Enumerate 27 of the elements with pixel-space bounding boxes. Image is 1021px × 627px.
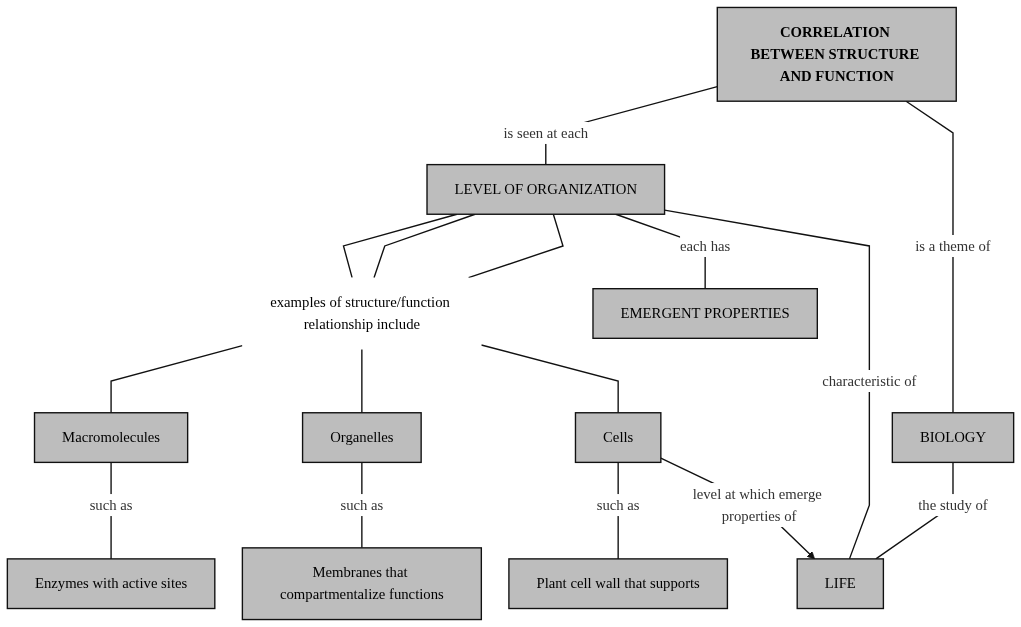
edge-label: such as (596, 496, 640, 513)
edge-label: is a theme of (915, 237, 991, 254)
node-box: Plant cell wall that supports (508, 558, 729, 610)
connector (905, 100, 954, 414)
edge-label: the study of (918, 496, 988, 513)
edge-label: level at which emerge properties of (692, 485, 822, 524)
edge-label: is seen at each (503, 124, 589, 141)
connector (467, 213, 564, 279)
connector (373, 213, 476, 279)
node-box: LIFE (796, 558, 885, 610)
node-box: CORRELATION BETWEEN STRUCTURE AND FUNCTION (716, 6, 957, 102)
edge-label: such as (340, 496, 384, 513)
connector (361, 348, 363, 414)
node-box: Macromolecules (33, 412, 189, 464)
node-box: Cells (574, 412, 662, 464)
edge-label: each has (680, 237, 731, 254)
edge-label: such as (89, 496, 133, 513)
node-box: LEVEL OF ORGANIZATION (426, 163, 666, 215)
node-box: Enzymes with active sites (6, 558, 216, 610)
node-box: Membranes that compartmentalize functions (241, 547, 482, 621)
node-box: BIOLOGY (891, 412, 1015, 464)
connector (480, 344, 619, 414)
node-box: Organelles (301, 412, 422, 464)
node-box: EMERGENT PROPERTIES (592, 288, 818, 339)
edge-label: characteristic of (822, 372, 917, 389)
node-text: examples of structure/function relationship include (270, 294, 450, 332)
connector (110, 345, 244, 414)
